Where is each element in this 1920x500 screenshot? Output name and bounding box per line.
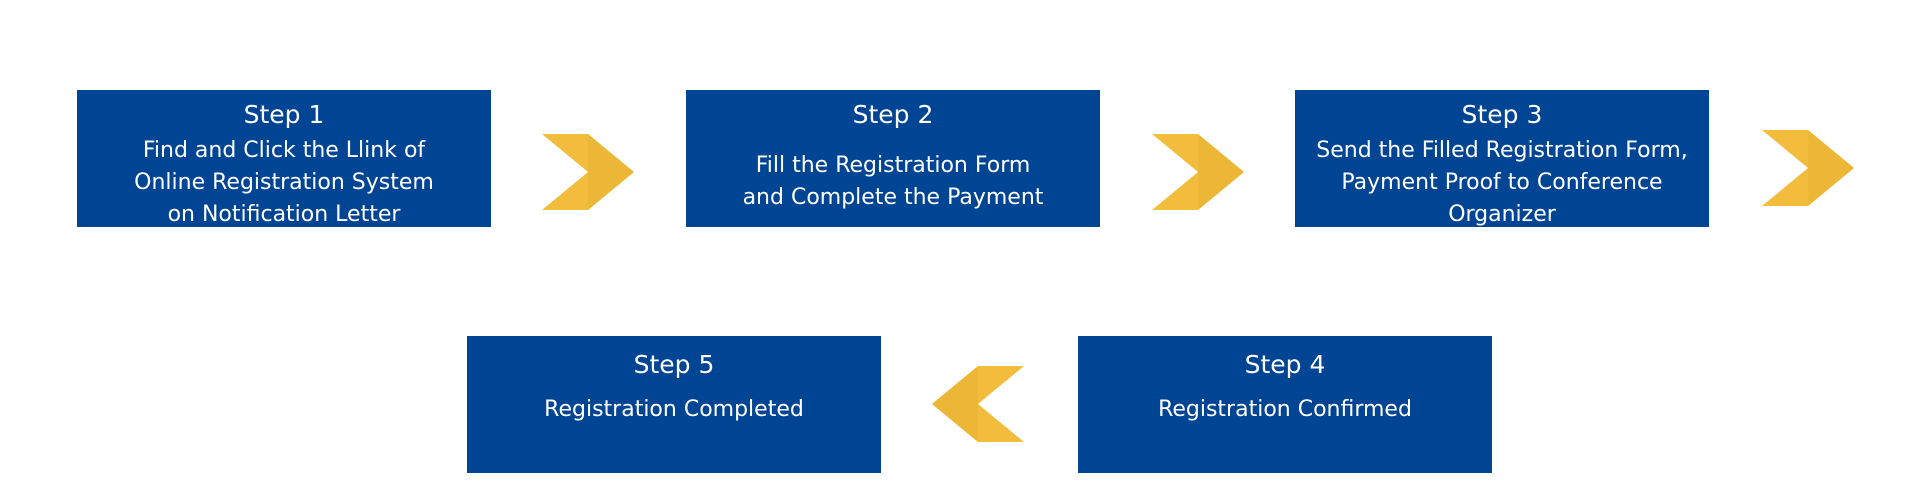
step-4-line-1: Registration Confirmed: [1158, 397, 1412, 422]
step-3-line-2: Payment Proof to Conference: [1341, 170, 1663, 195]
step-3-title: Step 3: [1461, 100, 1543, 129]
step-1-line-1: Find and Click the Llink of: [142, 138, 426, 163]
chevron-right-icon: [1152, 134, 1244, 210]
step-4-title: Step 4: [1244, 350, 1326, 379]
step-3-line-3: Organizer: [1448, 202, 1556, 227]
chevron-right-icon: [1762, 130, 1854, 206]
step-5-box: Step 5 Registration Completed: [467, 336, 881, 473]
step-5-line-1: Registration Completed: [544, 397, 804, 422]
flow-arrow-2: [1152, 134, 1244, 210]
step-5-title: Step 5: [633, 350, 715, 379]
step-1-box: Step 1 Find and Click the Llink of Onlin…: [77, 90, 491, 227]
step-3-box: Step 3 Send the Filled Registration Form…: [1295, 90, 1709, 227]
chevron-left-icon: [932, 366, 1024, 442]
step-2-line-2: and Complete the Payment: [742, 185, 1044, 210]
step-4-desc: Registration Confirmed: [1078, 394, 1492, 426]
step-1-title: Step 1: [243, 100, 325, 129]
step-5-desc: Registration Completed: [467, 394, 881, 426]
step-4-box: Step 4 Registration Confirmed: [1078, 336, 1492, 473]
flow-arrow-1: [542, 134, 634, 210]
step-2-title: Step 2: [852, 100, 934, 129]
step-2-box: Step 2 Fill the Registration Form and Co…: [686, 90, 1100, 227]
chevron-right-icon: [542, 134, 634, 210]
step-1-line-3: on Notification Letter: [167, 202, 401, 227]
step-2-line-1: Fill the Registration Form: [755, 153, 1031, 178]
step-1-desc: Find and Click the Llink of Online Regis…: [77, 135, 491, 227]
flow-arrow-4: [932, 366, 1024, 442]
step-1-line-2: Online Registration System: [134, 170, 434, 195]
step-3-line-1: Send the Filled Registration Form,: [1316, 138, 1688, 163]
step-2-desc: Fill the Registration Form and Complete …: [686, 150, 1100, 214]
flow-arrow-3: [1762, 130, 1854, 206]
step-3-desc: Send the Filled Registration Form, Payme…: [1295, 135, 1709, 227]
